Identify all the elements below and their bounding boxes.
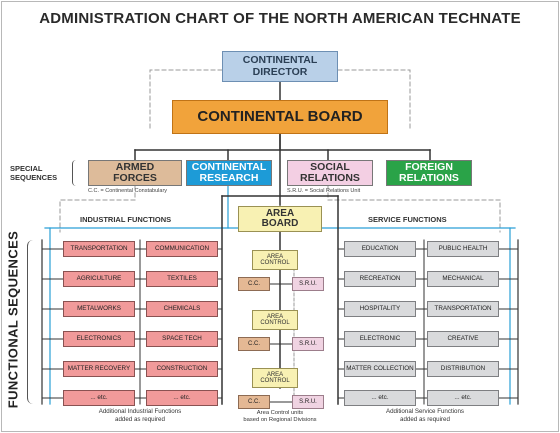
industrial-function-item[interactable]: TEXTILES bbox=[146, 271, 218, 287]
industrial-function-item[interactable]: COMMUNICATION bbox=[146, 241, 218, 257]
industrial-function-item[interactable]: ELECTRONICS bbox=[63, 331, 135, 347]
industrial-footer-line2: added as required bbox=[115, 415, 165, 423]
service-function-item[interactable]: MECHANICAL bbox=[427, 271, 499, 287]
cc-definition-note: C.C. = Continental Constabulary bbox=[88, 188, 168, 194]
industrial-function-item[interactable]: MATTER RECOVERY bbox=[63, 361, 135, 377]
armed-line1: ARMED bbox=[115, 160, 155, 173]
area-cc-box[interactable]: C.C. bbox=[238, 395, 270, 409]
service-function-item[interactable]: PUBLIC HEALTH bbox=[427, 241, 499, 257]
social-line2: RELATIONS bbox=[300, 172, 360, 184]
special-sequences-line1: SPECIAL bbox=[10, 164, 43, 173]
industrial-function-item[interactable]: CHEMICALS bbox=[146, 301, 218, 317]
service-footer-line1: Additional Service Functions bbox=[385, 408, 465, 415]
service-function-item[interactable]: CREATIVE bbox=[427, 331, 499, 347]
area-control-line2: CONTROL bbox=[260, 320, 290, 326]
area-sru-box[interactable]: S.R.U. bbox=[292, 337, 324, 351]
service-functions-heading: SERVICE FUNCTIONS bbox=[368, 215, 447, 224]
industrial-function-item[interactable]: ... etc. bbox=[63, 390, 135, 406]
continental-research-box[interactable]: CONTINENTAL RESEARCH bbox=[186, 160, 272, 186]
area-footer-line2: based on Regional Divisions bbox=[243, 417, 317, 424]
industrial-function-item[interactable]: SPACE TECH bbox=[146, 331, 218, 347]
service-function-item[interactable]: TRANSPORTATION bbox=[427, 301, 499, 317]
foreign-line1: FOREIGN bbox=[405, 160, 453, 173]
director-line2: DIRECTOR bbox=[252, 65, 308, 78]
research-line2: RESEARCH bbox=[199, 172, 259, 184]
service-function-item[interactable]: EDUCATION bbox=[344, 241, 416, 257]
armed-forces-box[interactable]: ARMED FORCES bbox=[88, 160, 182, 186]
area-board-line2: BOARD bbox=[261, 218, 299, 229]
research-line1: CONTINENTAL bbox=[191, 160, 267, 173]
board-label: CONTINENTAL BOARD bbox=[197, 108, 363, 126]
area-control-line1: AREA bbox=[266, 313, 284, 320]
area-cc-box[interactable]: C.C. bbox=[238, 277, 270, 291]
foreign-line2: RELATIONS bbox=[399, 172, 459, 184]
functional-sequences-label: FUNCTIONAL SEQUENCES bbox=[5, 230, 21, 409]
special-sequences-brace bbox=[72, 160, 80, 186]
social-line1: SOCIAL bbox=[310, 160, 350, 173]
special-sequences-line2: SEQUENCES bbox=[10, 173, 58, 183]
continental-board-box[interactable]: CONTINENTAL BOARD bbox=[172, 100, 388, 134]
area-board-line1: AREA bbox=[265, 207, 295, 219]
service-function-item[interactable]: HOSPITALITY bbox=[344, 301, 416, 317]
industrial-function-item[interactable]: METALWORKS bbox=[63, 301, 135, 317]
area-control-line2: CONTROL bbox=[260, 260, 290, 266]
area-sru-box[interactable]: S.R.U. bbox=[292, 277, 324, 291]
industrial-footer: Additional Industrial Functions added as… bbox=[60, 408, 220, 424]
area-footer: Area Control units based on Regional Div… bbox=[225, 410, 335, 424]
industrial-function-item[interactable]: ... etc. bbox=[146, 390, 218, 406]
service-function-item[interactable]: ELECTRONIC bbox=[344, 331, 416, 347]
service-footer-line2: added as required bbox=[400, 415, 450, 423]
chart-title: ADMINISTRATION CHART OF THE NORTH AMERIC… bbox=[39, 10, 521, 27]
service-function-item[interactable]: MATTER COLLECTION bbox=[344, 361, 416, 377]
special-sequences-label: SPECIAL SEQUENCES bbox=[10, 164, 70, 183]
armed-line2: FORCES bbox=[113, 172, 157, 184]
area-control-line2: CONTROL bbox=[260, 378, 290, 384]
service-function-item[interactable]: RECREATION bbox=[344, 271, 416, 287]
industrial-functions-heading: INDUSTRIAL FUNCTIONS bbox=[80, 215, 172, 224]
service-function-item[interactable]: ... etc. bbox=[344, 390, 416, 406]
foreign-relations-box[interactable]: FOREIGN RELATIONS bbox=[386, 160, 472, 186]
director-line1: CONTINENTAL bbox=[242, 54, 318, 67]
service-footer: Additional Service Functions added as re… bbox=[345, 408, 505, 424]
social-relations-box[interactable]: SOCIAL RELATIONS bbox=[287, 160, 373, 186]
service-function-item[interactable]: ... etc. bbox=[427, 390, 499, 406]
service-function-item[interactable]: DISTRIBUTION bbox=[427, 361, 499, 377]
industrial-function-item[interactable]: CONSTRUCTION bbox=[146, 361, 218, 377]
industrial-footer-line1: Additional Industrial Functions bbox=[98, 408, 182, 415]
area-footer-line1: Area Control units bbox=[256, 410, 304, 416]
area-board-box[interactable]: AREA BOARD bbox=[238, 206, 322, 232]
industrial-function-item[interactable]: TRANSPORTATION bbox=[63, 241, 135, 257]
area-cc-box[interactable]: C.C. bbox=[238, 337, 270, 351]
area-sru-box[interactable]: S.R.U. bbox=[292, 395, 324, 409]
area-control-line1: AREA bbox=[266, 253, 284, 260]
continental-director-box[interactable]: CONTINENTAL DIRECTOR bbox=[222, 51, 338, 82]
sru-definition-note: S.R.U. = Social Relations Unit bbox=[287, 188, 361, 194]
functional-sequences-brace bbox=[27, 240, 33, 404]
area-control-line1: AREA bbox=[266, 371, 284, 378]
industrial-function-item[interactable]: AGRICULTURE bbox=[63, 271, 135, 287]
